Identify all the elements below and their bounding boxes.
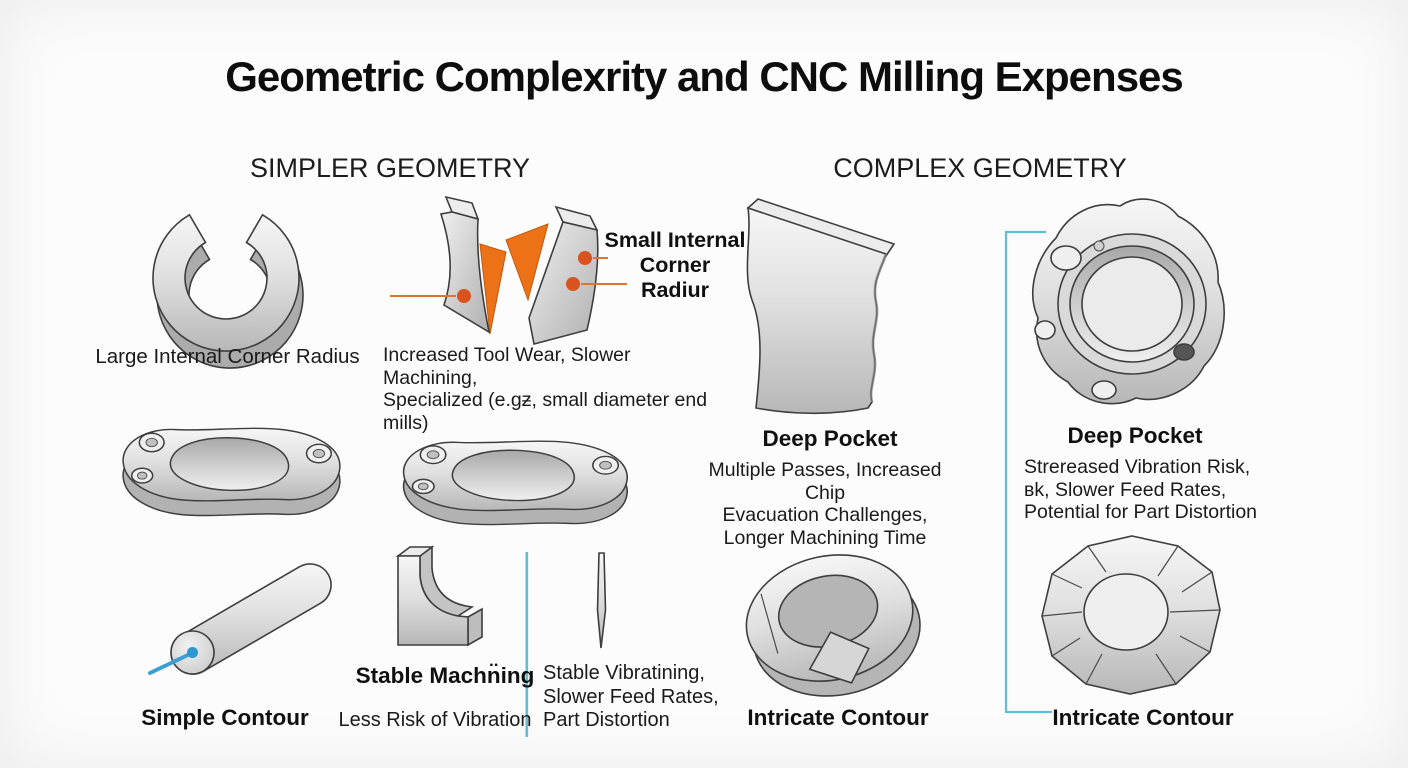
tool-wear-note: Increased Tool Wear, Slower Machining, S… bbox=[383, 344, 723, 434]
c-ring-large-radius-part bbox=[152, 213, 304, 369]
flange-plate-part-mid bbox=[402, 440, 628, 526]
thin-wall-note-line3: Part Distortion bbox=[543, 709, 670, 731]
small-radius-callout: Small Internal Corner Radiur bbox=[604, 228, 746, 303]
tool-dot-icon bbox=[187, 647, 198, 658]
stable-machining-label: Stable Machn̈ing bbox=[355, 663, 535, 688]
simpler-geometry-header: SIMPLER GEOMETRY bbox=[249, 153, 531, 183]
thin-wall-note-line2: Slower Feed Rates, bbox=[543, 685, 719, 708]
deep-pocket-mid-note-line2: Evacuation Challenges, bbox=[722, 504, 928, 526]
complex-column-bracket-line bbox=[1004, 230, 1052, 714]
deep-pocket-right-note: Strereased Vibration Risk, ʙk, Slower Fe… bbox=[1024, 456, 1274, 524]
small-radius-callout-line1: Small Internal bbox=[604, 228, 746, 252]
deep-pocket-right-note-line1: Strereased Vibration Risk, bbox=[1024, 456, 1251, 478]
sharp-wedge-parts-with-highlights bbox=[390, 195, 627, 345]
intricate-contour-mid-label: Intricate Contour bbox=[747, 705, 929, 730]
thin-wall-note-line1: Stable Vibratining, bbox=[543, 662, 705, 684]
thin-wall-note: Stable Vibratining, Slower Feed Rates, P… bbox=[543, 662, 733, 733]
callout-dot-icon bbox=[457, 289, 471, 303]
deep-pocket-right-note-line3: Potential for Part Distortion bbox=[1024, 501, 1258, 523]
less-risk-note: Less Risk of Vibration bbox=[338, 709, 532, 731]
tool-wear-note-line1: Increased Tool Wear, Slower Machining, bbox=[383, 344, 631, 389]
deep-pocket-mid-note: Multiple Passes, Increased Chip Evacuati… bbox=[688, 459, 962, 549]
circular-housing-deep-pocket-part bbox=[1032, 198, 1225, 405]
tool-wear-note-line2: Specialized (e.gƶ, small diameter end mi… bbox=[383, 389, 708, 434]
callout-dot-icon bbox=[566, 277, 580, 291]
curved-deep-pocket-wall-part bbox=[746, 198, 896, 415]
deep-pocket-mid-note-line1: Multiple Passes, Increased Chip bbox=[708, 459, 942, 504]
complex-geometry-header: COMPLEX GEOMETRY bbox=[833, 153, 1127, 183]
notched-ring-intricate-part bbox=[745, 554, 921, 697]
intricate-contour-right-label: Intricate Contour bbox=[1052, 705, 1234, 730]
deep-pocket-right-label: Deep Pocket bbox=[1067, 423, 1203, 448]
cylinder-simple-contour-part bbox=[148, 563, 332, 675]
l-bracket-stable-part bbox=[395, 545, 483, 647]
vertical-divider-line bbox=[525, 552, 529, 737]
thin-needle-wall-part bbox=[596, 552, 607, 649]
deep-pocket-mid-label: Deep Pocket bbox=[762, 426, 898, 451]
simple-contour-label: Simple Contour bbox=[141, 705, 309, 730]
callout-dot-icon bbox=[578, 251, 592, 265]
faceted-gear-ring-intricate-part bbox=[1041, 535, 1221, 695]
deep-pocket-mid-note-line3: Longer Machining Time bbox=[723, 526, 927, 549]
page-title: Geometric Complexrity and CNC Milling Ex… bbox=[225, 53, 1184, 100]
large-radius-label: Large Internal Corner Radius bbox=[95, 345, 360, 368]
small-radius-callout-line2: Corner Radiur bbox=[639, 253, 711, 302]
tool-path-line-icon bbox=[148, 652, 192, 675]
deep-pocket-right-note-line2: ʙk, Slower Feed Rates, bbox=[1024, 478, 1227, 501]
flange-plate-part-left bbox=[122, 427, 341, 517]
